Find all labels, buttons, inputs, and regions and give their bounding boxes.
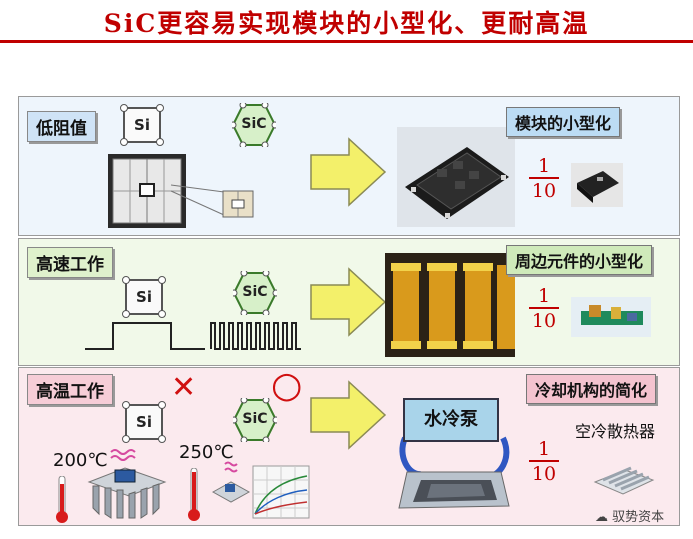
panel-high-speed: 高速工作 Si SiC 周边元件的小型化 1 10 (18, 238, 680, 366)
fraction-1-10: 1 10 (529, 155, 559, 203)
si-waveform (85, 322, 205, 350)
thermometer-icon (188, 468, 200, 521)
sic-chip: SiC (229, 101, 279, 149)
si-heatsink-image (87, 449, 167, 519)
si-chip: Si (122, 276, 166, 318)
si-chip: Si (120, 104, 164, 146)
air-cooling-label: 空冷散热器 (575, 422, 656, 441)
zoom-lines (170, 184, 225, 216)
right-label-module: 模块的小型化 (506, 107, 621, 137)
arrow-right-icon (310, 267, 387, 337)
si-chip-label: Si (136, 413, 152, 431)
sic-chip-label: SiC (242, 411, 268, 427)
si-chip: Si (122, 401, 166, 443)
sic-temperature: 250℃ (179, 442, 234, 463)
arrow-right-icon (310, 137, 387, 207)
water-pump-box: 水冷泵 (403, 398, 499, 442)
sic-waveform (210, 322, 301, 350)
si-die-large (108, 154, 186, 228)
arrow-right-icon (310, 380, 387, 450)
row-label-high-temperature: 高温工作 (27, 374, 113, 405)
si-chip-label: Si (136, 288, 152, 306)
power-module-image (397, 127, 515, 227)
sic-chip: SiC (230, 396, 280, 444)
small-board-image (571, 297, 651, 337)
watermark: ☁ 驭势资本 (595, 510, 665, 525)
water-cooling-image (398, 436, 510, 509)
cross-mark-icon: ✕ (171, 370, 197, 405)
sic-chip: SiC (230, 269, 280, 317)
fraction-1-10: 1 10 (529, 285, 559, 333)
sic-chip-label: SiC (242, 284, 268, 300)
page-title: SiC更容易实现模块的小型化、更耐高温 (103, 9, 590, 38)
right-label-peripheral: 周边元件的小型化 (506, 245, 653, 275)
sic-die-small (222, 190, 254, 218)
small-module-image (571, 163, 623, 207)
sic-heatsink-graph (211, 461, 310, 519)
air-heatsink-image (593, 466, 655, 495)
sic-chip-label: SiC (241, 116, 267, 132)
si-temperature: 200℃ (53, 450, 108, 471)
title-underline (0, 40, 693, 43)
row-label-high-speed: 高速工作 (27, 247, 113, 278)
fraction-1-10: 1 10 (529, 438, 559, 486)
row-label-low-resistance: 低阻值 (27, 111, 96, 142)
thermometer-icon (56, 476, 68, 523)
si-chip-label: Si (134, 116, 150, 134)
panel-high-temperature: 高温工作 ✕ ○ Si SiC 200℃ 250℃ (18, 367, 680, 526)
circle-mark-icon: ○ (271, 365, 303, 406)
wechat-icon: ☁ (595, 510, 608, 525)
panel-low-resistance: 低阻值 Si SiC 模块的小 (18, 96, 680, 236)
right-label-cooling: 冷却机构的简化 (526, 374, 657, 404)
inductors-image (385, 253, 515, 357)
